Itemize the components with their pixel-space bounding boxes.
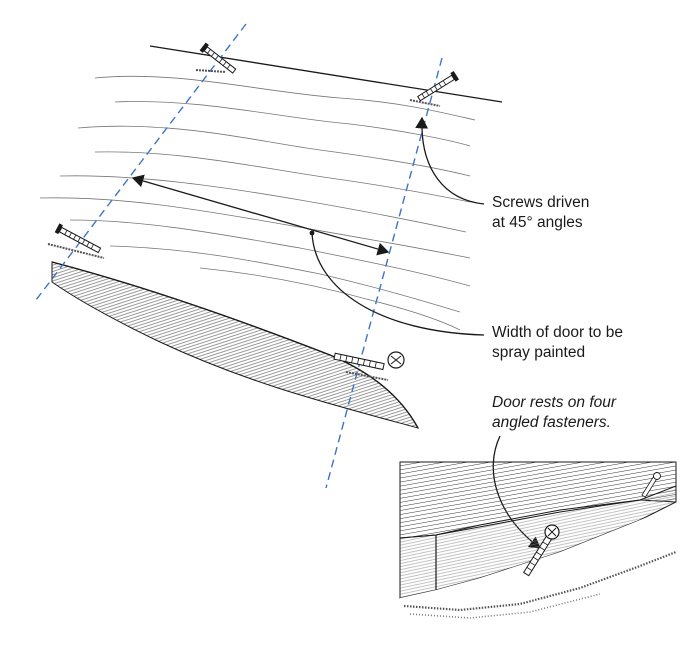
- callout-width: Width of door to be spray painted: [492, 323, 623, 363]
- callout-rests-line2: angled fasteners.: [492, 414, 611, 431]
- callout-screws: Screws driven at 45° angles: [492, 193, 589, 233]
- callout-rests-line1: Door rests on four: [492, 394, 617, 411]
- callout-screws-line1: Screws driven: [492, 194, 590, 211]
- arrowhead-icon: [131, 174, 390, 256]
- screw-icon: [47, 42, 460, 381]
- callout-width-line2: spray painted: [492, 344, 586, 361]
- leader-screws: [415, 116, 485, 205]
- guide-line-left: [35, 23, 247, 301]
- inset-door-perspective: [399, 461, 677, 626]
- plank-top-view: [39, 45, 503, 429]
- callout-screws-line2: at 45° angles: [492, 214, 583, 231]
- guide-line-right: [325, 57, 443, 489]
- guide-lines: [35, 23, 443, 489]
- callout-rests: Door rests on four angled fasteners.: [492, 393, 616, 433]
- callout-width-line1: Width of door to be: [492, 324, 623, 341]
- leader-width: [311, 232, 485, 336]
